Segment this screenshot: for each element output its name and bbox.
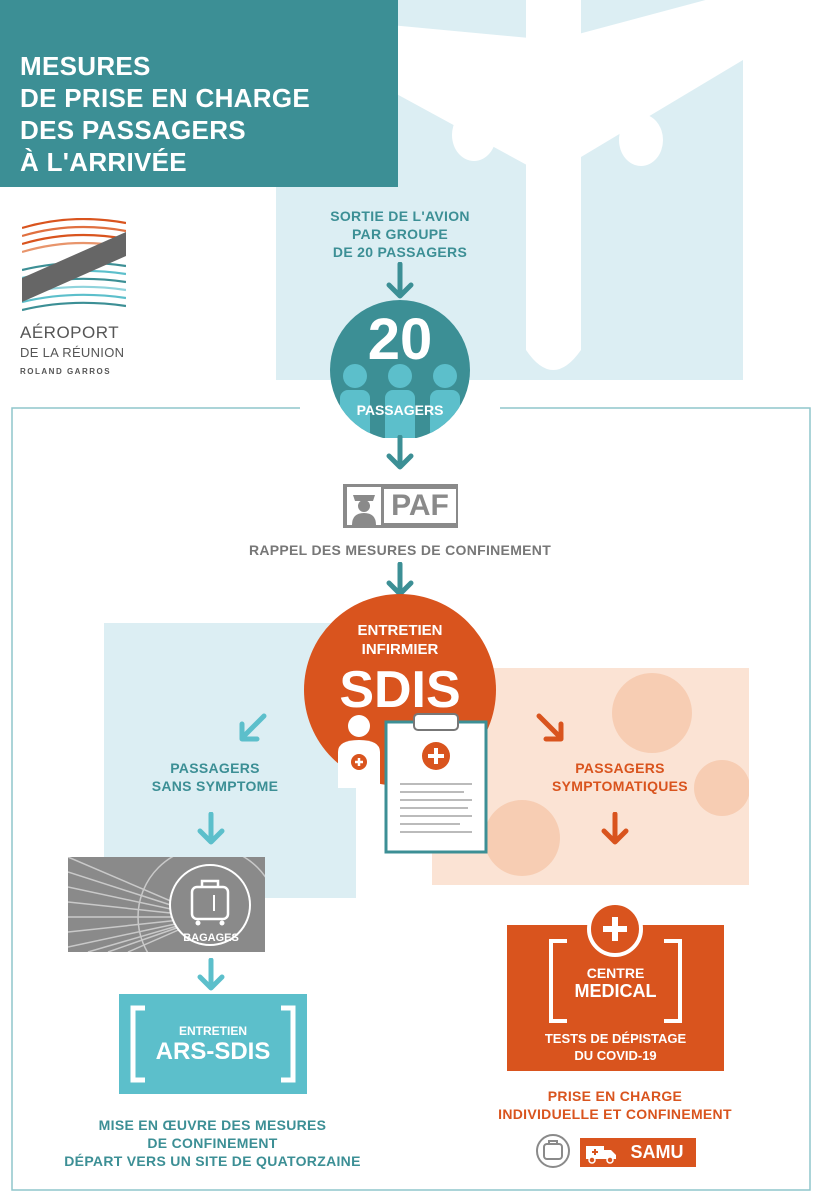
sdis-line: INFIRMIER [361,641,439,658]
title-line: SYMPTOMATIQUES [552,778,688,794]
medical-title: MEDICAL [574,981,657,1001]
medical-subtitle: CENTRE [586,965,645,981]
test-line: DU COVID-19 [574,1048,657,1063]
sdis-title: SDIS [339,661,461,719]
police-officer-icon [347,487,381,525]
page-title: MESURES DE PRISE EN CHARGE DES PASSAGERS… [20,50,310,178]
arrow-down-icon [197,812,225,845]
virus-icon [484,673,749,876]
title-line: SANS SYMPTOME [151,778,279,794]
symptom-footer: PRISE EN CHARGE INDIVIDUELLE ET CONFINEM… [470,1087,760,1123]
title-panel: MESURES DE PRISE EN CHARGE DES PASSAGERS… [0,0,398,187]
title-line: DE PRISE EN CHARGE [20,83,311,113]
caption-line: PAR GROUPE [351,226,449,242]
arrow-down-icon [386,262,414,299]
clipboard-icon [384,713,488,854]
title-line: À L'ARRIVÉE [20,147,187,177]
baggage-icon [536,1134,570,1168]
test-caption: TESTS DE DÉPISTAGE DU COVID-19 [507,1030,724,1064]
title-line: PASSAGERS [575,760,665,776]
baggage-carousel-icon [68,857,265,952]
no-symptom-footer: MISE EN ŒUVRE DES MESURES DE CONFINEMENT… [20,1116,405,1170]
symptom-title: PASSAGERS SYMPTOMATIQUES [505,759,735,795]
group-label: PASSAGERS [356,402,444,418]
group-circle [330,300,470,438]
logo-line-1: AÉROPORT [20,323,120,342]
baggage-label: BAGAGES [183,932,239,944]
title-line: MESURES [20,51,151,81]
logo-line-3: ROLAND GARROS [20,367,112,376]
ars-subtitle: ENTRETIEN [178,1024,247,1038]
ars-panel [119,994,307,1094]
sdis-line: ENTRETIEN [357,622,443,639]
ars-title: ARS-SDIS [155,1038,271,1065]
airport-logo [22,218,126,312]
caption-line: SORTIE DE L'AVION [330,208,470,224]
paf-label: PAF [384,489,456,523]
test-line: TESTS DE DÉPISTAGE [544,1031,687,1046]
exit-caption: SORTIE DE L'AVION PAR GROUPE DE 20 PASSA… [300,207,500,261]
footer-line: INDIVIDUELLE ET CONFINEMENT [498,1106,732,1122]
footer-line: DÉPART VERS UN SITE DE QUATORZAINE [64,1153,361,1169]
footer-line: DE CONFINEMENT [147,1135,278,1151]
title-line: PASSAGERS [170,760,260,776]
medical-frame [549,901,682,1023]
no-symptom-title: PASSAGERS SANS SYMPTOME [110,759,320,795]
title-line: DES PASSAGERS [20,115,246,145]
arrow-down-left-icon [239,713,267,742]
caption-line: DE 20 PASSAGERS [332,244,468,260]
logo-line-2: DE LA RÉUNION [20,345,125,360]
footer-line: MISE EN ŒUVRE DES MESURES [98,1117,327,1133]
sdis-subtitle: ENTRETIEN INFIRMIER [302,621,498,659]
samu-label: SAMU [630,1142,684,1162]
ambulance-icon [586,1146,616,1164]
group-number: 20 [367,307,433,372]
flow-frame [11,407,811,1191]
arrow-down-icon [386,435,414,470]
arrow-down-right-icon [536,713,564,742]
paf-caption: RAPPEL DES MESURES DE CONFINEMENT [248,542,552,558]
bracket-frame [130,1005,296,1083]
arrow-down-icon [601,812,629,845]
footer-line: PRISE EN CHARGE [547,1088,683,1104]
arrow-down-icon [197,958,225,991]
